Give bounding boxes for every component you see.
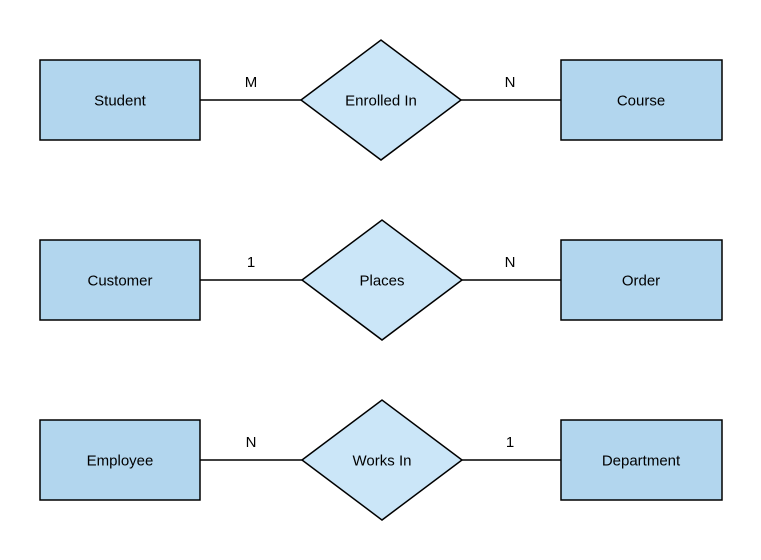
entity-customer-label: Customer	[87, 272, 152, 289]
entity-student	[39, 59, 201, 141]
relationship-works-in	[300, 399, 464, 521]
entity-employee-label: Employee	[87, 452, 154, 469]
relationship-row-employee-department: Employee Works In Department N 1	[39, 399, 723, 521]
relationship-enrolled-in-label: Enrolled In	[345, 92, 417, 109]
entity-course	[560, 59, 723, 141]
entity-department-label: Department	[602, 452, 681, 469]
entity-order-label: Order	[622, 272, 660, 289]
relationship-row-customer-order: Customer Places Order 1 N	[39, 219, 723, 341]
entity-employee	[39, 419, 201, 501]
entity-order	[560, 239, 723, 321]
entity-student-label: Student	[94, 92, 147, 109]
cardinality-student-side: M	[245, 74, 258, 91]
relationship-places	[300, 219, 464, 341]
cardinality-order-side: N	[505, 254, 516, 271]
cardinality-customer-side: 1	[247, 254, 255, 271]
cardinality-department-side: 1	[506, 434, 514, 451]
cardinality-course-side: N	[505, 74, 516, 91]
relationship-works-in-label: Works In	[353, 452, 412, 469]
relationship-enrolled-in	[299, 39, 463, 161]
entity-department	[560, 419, 723, 501]
entity-customer	[39, 239, 201, 321]
entity-course-label: Course	[617, 92, 665, 109]
cardinality-employee-side: N	[246, 434, 257, 451]
relationship-places-label: Places	[359, 272, 404, 289]
relationship-row-student-course: Student Enrolled In Course M N	[39, 39, 723, 161]
